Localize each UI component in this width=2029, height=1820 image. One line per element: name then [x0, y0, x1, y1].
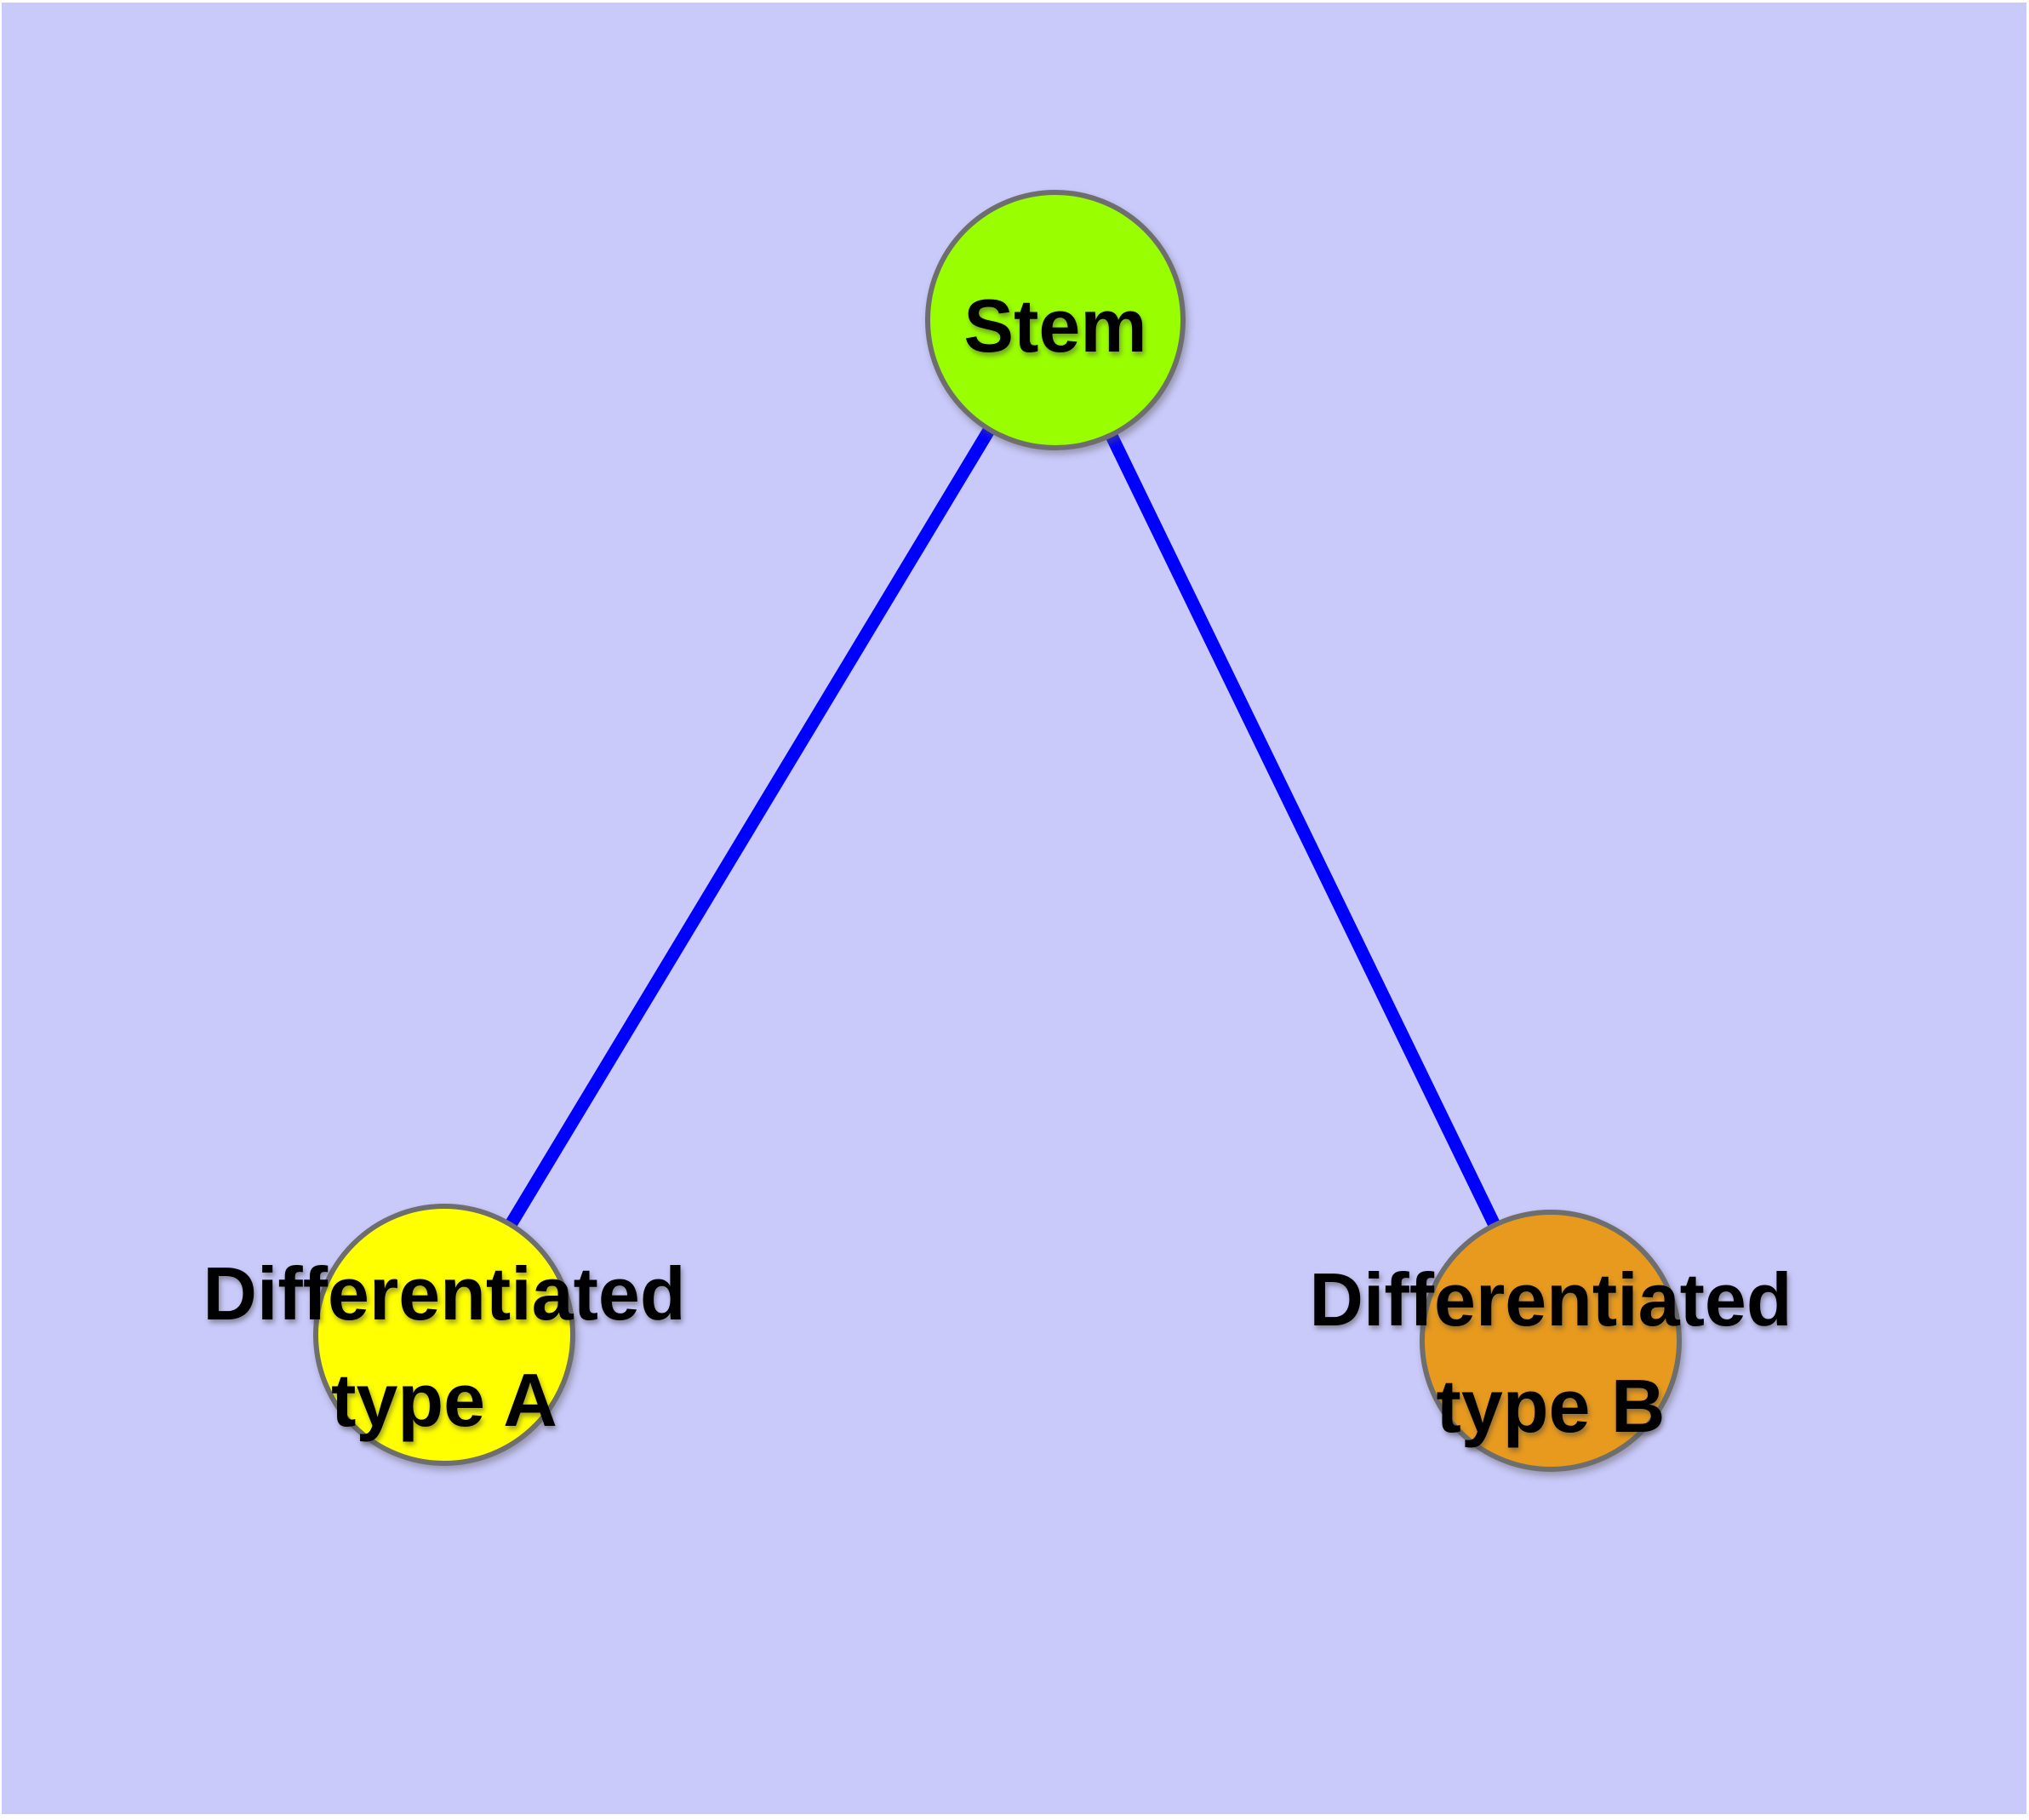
- node-type-a-circle: [313, 1204, 575, 1466]
- node-stem-label: Stem: [963, 283, 1146, 368]
- node-type-b-label-line2: type B: [1437, 1364, 1666, 1448]
- node-type-b-circle: [1420, 1210, 1682, 1472]
- node-type-a-label-line2: type A: [331, 1358, 557, 1442]
- edge-stem-to-type-b: [1049, 317, 1557, 1344]
- edge-stem-to-type-a: [438, 317, 1061, 1338]
- diagram-canvas: Stem Differentiated type A Differentiate…: [2, 3, 2026, 1814]
- node-type-b-label-line1: Differentiated: [1309, 1257, 1792, 1342]
- node-type-a-label-line1: Differentiated: [203, 1251, 685, 1336]
- node-stem-circle: [925, 190, 1186, 450]
- label-layer: Stem Differentiated type A Differentiate…: [203, 283, 1792, 1448]
- node-layer: [313, 190, 1682, 1472]
- edge-layer: [438, 317, 1557, 1344]
- graph-svg: Stem Differentiated type A Differentiate…: [2, 3, 2026, 1814]
